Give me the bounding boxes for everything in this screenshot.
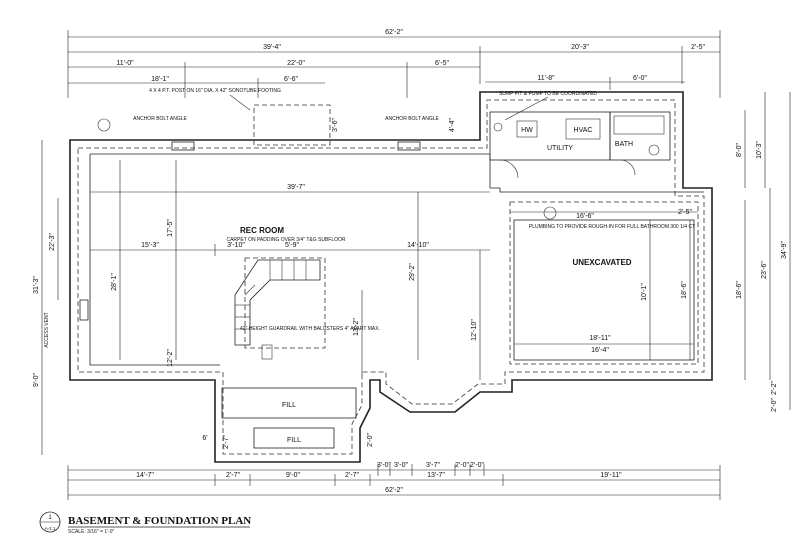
dim-bottom-g: 3'-7" <box>426 462 440 469</box>
hvac-unit <box>565 118 601 140</box>
dim-lower-b: 2'-0" <box>367 433 374 447</box>
label-hw: HW <box>521 127 533 134</box>
foundation-walls <box>69 91 713 463</box>
dim-bottom-a: 14'-7" <box>136 472 154 479</box>
note-anchor-right: ANCHOR BOLT ANGLE <box>385 116 439 122</box>
fill-areas: FILL FILL <box>221 387 357 449</box>
dim-height-a: 28'-1" <box>111 273 118 291</box>
dim-top-left: 39'-4" <box>263 44 281 51</box>
toilet <box>648 144 660 156</box>
dim-bottom-c: 9'-0" <box>286 472 300 479</box>
dim-lower-a: 2'-7" <box>223 435 230 449</box>
dim-bottom-overall: 62'-2" <box>385 487 403 494</box>
dim-bottom-b: 2'-7" <box>226 472 240 479</box>
dim-left-c: 9'-0" <box>33 373 40 387</box>
dim-top-right-a: 20'-3" <box>571 44 589 51</box>
dim-height-d: 12'-2" <box>167 349 174 367</box>
unexcavated-area: 16'-6" PLUMBING TO PROVIDE ROUGH-IN FOR … <box>509 201 699 365</box>
dim-room-width: 39'-7" <box>287 184 305 191</box>
dim-bottom-j: 13'-7" <box>427 472 445 479</box>
dim-top-right-b: 2'-5" <box>691 44 705 51</box>
bathtub <box>613 115 665 135</box>
dim-small-c: 2'-5" <box>678 209 692 216</box>
label-rec-room: REC ROOM <box>240 226 284 235</box>
label-fill-1: FILL <box>282 402 296 409</box>
plan-scale: SCALE: 3/16" = 1'-0" <box>68 529 115 535</box>
door-swing-utility <box>499 159 519 179</box>
sump-pit <box>493 122 503 132</box>
door-swing-bath <box>619 159 636 176</box>
dim-height-f: 13'-2" <box>353 318 360 336</box>
dim-right-e: 18'-6" <box>736 281 743 299</box>
dim-bottom-k: 19'-11" <box>600 472 622 479</box>
bottom-dimensions: 3'-0" 3'-0" 3'-7" 2'-0" 2'-0" 14'-7" 2'-… <box>67 462 721 500</box>
sheet-number: 1 <box>48 515 52 521</box>
dim-small-b: 3'-6" <box>332 118 339 132</box>
dim-height-c: 17'-5" <box>167 219 174 237</box>
dim-row4-a: 18'-1" <box>151 76 169 83</box>
dim-right-f: 2'-2" <box>771 381 778 395</box>
label-hvac: HVAC <box>574 127 593 134</box>
right-dimensions: 10'-3" 8'-0" 34'-9" 23'-6" 18'-6" 2'-2" … <box>332 92 791 447</box>
rec-room: 39'-7" 15'-3" 14'-10" 3'-10" 5'-9" REC R… <box>90 160 490 380</box>
dim-rec-c: 3'-10" <box>227 242 245 249</box>
note-guardrail: 42" HEIGHT GUARDRAIL WITH BALUSTERS 4" A… <box>240 326 380 332</box>
note-sump: SUMP PIT & PUMP TO BE COORDINATED <box>499 91 597 97</box>
north-marker <box>97 118 111 132</box>
dim-bottom-i: 2'-0" <box>470 462 484 469</box>
dim-top-overall: 62'-2" <box>385 29 403 36</box>
dim-rec-a: 15'-3" <box>141 242 159 249</box>
dim-row3-c: 6'-5" <box>435 60 449 67</box>
left-dimensions: 22'-3" 31'-3" 9'-0" 6' 2'-7" <box>33 140 230 455</box>
dim-left-b: 31'-3" <box>33 276 40 294</box>
dim-row3-b: 22'-0" <box>287 60 305 67</box>
dim-right-b: 8'-0" <box>736 143 743 157</box>
dim-height-b: 29'-2" <box>409 263 416 281</box>
dim-left-a: 22'-3" <box>49 233 56 251</box>
note-post: 4 X 4 P.T. POST ON 16" DIA. X 42" SONOTU… <box>149 88 281 94</box>
dim-height-e: 12'-10" <box>471 319 478 341</box>
dim-right-d: 23'-6" <box>761 261 768 279</box>
dim-bottom-d: 2'-7" <box>345 472 359 479</box>
dim-util-a: 11'-8" <box>537 75 555 82</box>
dim-row3-a: 11'-0" <box>116 60 134 67</box>
section-marker <box>543 206 557 220</box>
dim-bottom-e: 3'-0" <box>377 462 391 469</box>
label-fill-2: FILL <box>287 437 301 444</box>
note-anchor-left: ANCHOR BOLT ANGLE <box>133 116 187 122</box>
sheet-id: A-2.1 <box>45 526 56 531</box>
dim-rec-d: 5'-9" <box>285 242 299 249</box>
top-dimensions: 62'-2" 39'-4" 20'-3" 2'-5" 11'-0" 22'-0"… <box>67 29 721 98</box>
dim-unexc-inner-bottom2: 16'-4" <box>591 347 609 354</box>
dim-height-h: 18'-6" <box>681 281 688 299</box>
plan-title: BASEMENT & FOUNDATION PLAN <box>68 515 251 527</box>
utility-area: HW HVAC UTILITY BATH SUMP PIT & PUMP TO … <box>489 91 671 179</box>
dim-right-g: 2'-0" <box>771 398 778 412</box>
water-heater <box>516 120 538 138</box>
stairs: 42" HEIGHT GUARDRAIL WITH BALUSTERS 4" A… <box>234 257 380 360</box>
dim-util-b: 6'-0" <box>633 75 647 82</box>
title-block: 1 A-2.1 BASEMENT & FOUNDATION PLAN SCALE… <box>39 511 251 535</box>
dim-bottom-h: 2'-0" <box>455 462 469 469</box>
label-utility: UTILITY <box>547 145 573 152</box>
label-unexcavated: UNEXCAVATED <box>572 258 631 267</box>
dim-right-a: 10'-3" <box>756 141 763 159</box>
note-carpet: CARPET ON PADDING OVER 3/4" T&G SUBFLOOR <box>226 237 345 243</box>
notes: 4 X 4 P.T. POST ON 16" DIA. X 42" SONOTU… <box>44 88 440 348</box>
note-plumbing: PLUMBING TO PROVIDE ROUGH-IN FOR FULL BA… <box>529 224 695 230</box>
dim-unexc-width: 16'-6" <box>576 213 594 220</box>
dim-bottom-f: 3'-0" <box>394 462 408 469</box>
label-bath: BATH <box>615 141 633 148</box>
dim-row4-b: 6'-6" <box>284 76 298 83</box>
dim-small-a: 4'-4" <box>449 118 456 132</box>
dim-small-d: 6' <box>202 435 207 442</box>
note-access-vent: ACCESS VENT <box>44 312 50 347</box>
dim-unexc-inner-bottom: 18'-11" <box>589 335 611 342</box>
dim-height-g: 10'-1" <box>641 283 648 301</box>
dim-right-c: 34'-9" <box>781 241 788 259</box>
